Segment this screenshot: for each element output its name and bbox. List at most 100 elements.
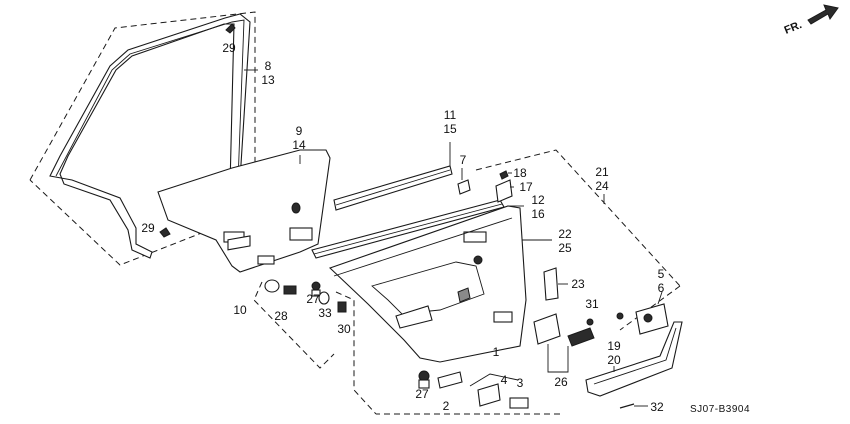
leader-1	[469, 373, 519, 387]
callout-4: 4	[501, 373, 508, 387]
callout-3: 3	[517, 376, 524, 390]
trim-handle-slot	[463, 231, 487, 243]
callout-33: 33	[318, 306, 332, 320]
armrest-edge	[593, 327, 677, 385]
door-inner-cover	[157, 149, 331, 273]
clip-29-top	[225, 23, 236, 34]
latch-4	[477, 383, 501, 407]
leader-lines	[244, 69, 663, 407]
callout-2: 2	[443, 399, 450, 413]
callout-25: 25	[558, 241, 572, 255]
fastener-27a-head	[311, 281, 321, 291]
callout-labels: 29 8 13 9 14 29 10 28 27 33 30 11 15 7 1…	[141, 41, 664, 414]
clip-29-bottom	[159, 227, 171, 238]
grommet-28	[264, 279, 297, 295]
fastener-27a-body	[311, 289, 321, 297]
door-trim-panel-group	[328, 205, 527, 363]
cap-3	[509, 397, 529, 409]
lower-assembly-bracket-left	[335, 291, 377, 415]
pad-10	[227, 235, 251, 251]
outer-weatherstrip-group	[333, 165, 453, 211]
callout-30: 30	[337, 322, 351, 336]
fastener-27a	[311, 281, 321, 297]
callout-27b: 27	[415, 387, 429, 401]
callout-29b: 29	[141, 221, 155, 235]
fastener-27b-body	[418, 379, 430, 389]
callout-9: 9	[296, 124, 303, 138]
washer-33	[318, 291, 330, 305]
callout-28: 28	[274, 309, 288, 323]
cover-hole	[291, 202, 301, 214]
inside-handle-26	[533, 313, 595, 347]
trim-upper-edge	[333, 217, 513, 277]
callout-15: 15	[443, 122, 457, 136]
cover-cutout-c	[257, 255, 275, 265]
callout-12: 12	[531, 193, 545, 207]
front-direction-label: FR.	[783, 19, 804, 37]
front-direction-indicator: FR.	[783, 4, 839, 37]
weatherstrip-inner-edge	[55, 19, 245, 183]
callout-24: 24	[595, 179, 609, 193]
inner-weatherstrip-edge	[313, 203, 503, 255]
door-weatherstrip	[49, 13, 251, 259]
screw-31	[586, 318, 594, 326]
callout-13: 13	[261, 73, 275, 87]
plastic-cover-group	[157, 149, 331, 273]
weatherstrip-boundary	[29, 11, 256, 266]
callout-1: 1	[493, 345, 500, 359]
bracket-23	[543, 267, 559, 301]
leader-26	[547, 344, 569, 373]
trim-group-boundary-right	[619, 285, 681, 331]
switch-panel-5-6	[616, 303, 669, 335]
callout-8: 8	[265, 59, 272, 73]
callout-23: 23	[571, 277, 585, 291]
door-trim-panel	[328, 205, 527, 363]
lower-fasteners	[418, 370, 529, 409]
callout-26: 26	[554, 375, 568, 389]
outer-weatherstrip-edge	[335, 169, 451, 206]
callout-6: 6	[658, 281, 665, 295]
callout-10: 10	[233, 303, 247, 317]
callout-5: 5	[658, 267, 665, 281]
armrest-19-20	[585, 321, 683, 397]
bracket-17	[495, 179, 513, 203]
callout-31: 31	[585, 297, 599, 311]
callout-7: 7	[460, 153, 467, 167]
grommet-28-clip	[283, 285, 297, 295]
trim-group-boundary-top	[475, 149, 681, 287]
clip-18	[499, 170, 509, 180]
handle-26-body	[533, 313, 561, 345]
fastener-group-bracket	[253, 281, 335, 369]
leader-5	[657, 291, 663, 305]
callout-22: 22	[558, 227, 572, 241]
callout-18: 18	[513, 166, 527, 180]
callout-32: 32	[650, 400, 664, 414]
handle-26-bezel	[567, 327, 595, 347]
armrest-body	[585, 321, 683, 397]
rod-clip-2	[437, 371, 463, 389]
weatherstrip-group	[29, 11, 256, 266]
callout-29a: 29	[222, 41, 236, 55]
outer-weatherstrip	[333, 165, 453, 211]
trim-pocket	[493, 311, 513, 323]
callout-21: 21	[595, 165, 609, 179]
clip-30	[337, 301, 347, 313]
trim-clip-hole	[473, 255, 483, 265]
callout-20: 20	[607, 353, 621, 367]
switch-button	[643, 313, 653, 323]
grommet-28-body	[264, 279, 280, 293]
clip-7	[457, 179, 471, 195]
trim-switch-recess	[457, 287, 471, 303]
callout-27a: 27	[306, 292, 320, 306]
callout-19: 19	[607, 339, 621, 353]
callout-11: 11	[444, 108, 457, 122]
trim-lower-recess	[395, 305, 433, 329]
front-arrow-icon	[807, 4, 839, 25]
screw-32	[619, 403, 635, 409]
diagram-code: SJ07-B3904	[690, 404, 750, 415]
trim-armrest-recess	[371, 261, 485, 317]
cover-cutout-b	[289, 227, 313, 241]
callout-16: 16	[531, 207, 545, 221]
callout-14: 14	[292, 138, 306, 152]
